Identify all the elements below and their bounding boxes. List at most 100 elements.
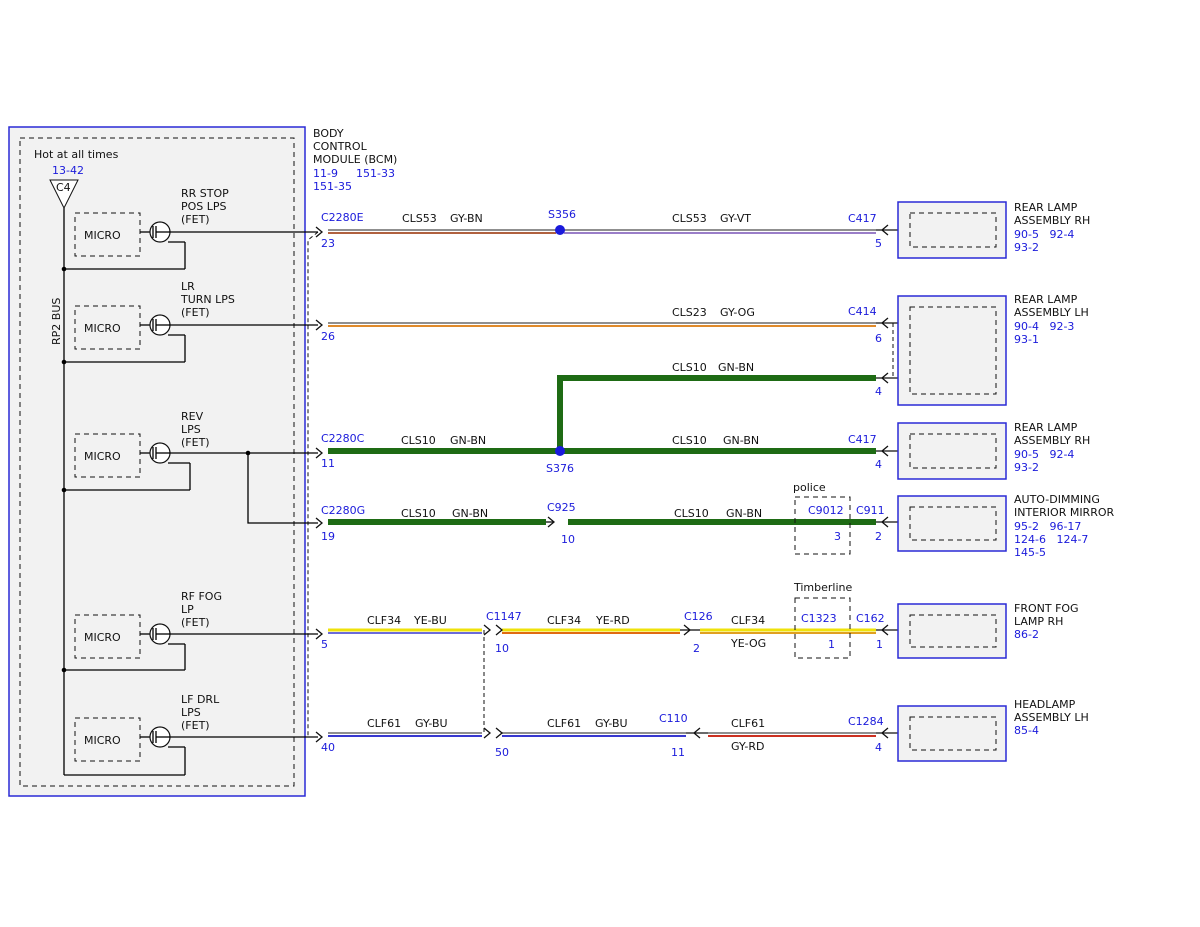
connector-id: C1284: [848, 715, 884, 728]
micro-label: MICRO: [84, 631, 121, 644]
component-name: HEADLAMP: [1014, 698, 1076, 711]
connector-id: C2280C: [321, 432, 365, 445]
component-ref: 145-5: [1014, 546, 1046, 559]
bcm-ref: 151-33: [356, 167, 395, 180]
output-label-line: POS LPS: [181, 200, 227, 213]
circuit-color: GN-BN: [726, 507, 762, 520]
output-wire-rev-branch: [247, 453, 318, 524]
component-auto-dimming-mirror: [897, 495, 1007, 552]
pin-number: 11: [671, 746, 685, 759]
pin-number: 10: [561, 533, 575, 546]
output-label-line: (FET): [181, 306, 210, 319]
pin-number: 4: [875, 458, 882, 471]
rp2-bus-label: RP2 BUS: [50, 298, 63, 345]
circuit-color: GY-VT: [720, 212, 751, 225]
bcm-title: CONTROL: [313, 140, 368, 153]
pin-number: 26: [321, 330, 335, 343]
splice-s356-icon: [555, 225, 565, 235]
connector-id: C162: [856, 612, 885, 625]
fuse-ref: 13-42: [52, 164, 84, 177]
output-label-line: (FET): [181, 616, 210, 629]
fuse-triangle-icon: [49, 179, 79, 210]
connector-id: C911: [856, 504, 885, 517]
pin-number: 5: [875, 237, 882, 250]
circuit-label: CLS23: [672, 306, 707, 319]
inline-connector-arrows: [483, 516, 708, 739]
circuit-label: CLS53: [672, 212, 707, 225]
police-option-box: [794, 496, 851, 555]
micro-label: MICRO: [84, 450, 121, 463]
bcm-connector-arrows: [315, 226, 324, 743]
pin-number: 1: [828, 638, 835, 651]
circuit-label: CLF34: [547, 614, 581, 627]
circuit-label: CLF61: [731, 717, 765, 730]
connector-id: C417: [848, 212, 877, 225]
pin-number: 23: [321, 237, 335, 250]
timberline-option-box: [794, 597, 851, 659]
component-name: ASSEMBLY LH: [1014, 711, 1089, 724]
pin-number: 4: [875, 385, 882, 398]
pin-number: 3: [834, 530, 841, 543]
output-label-line: RR STOP: [181, 187, 229, 200]
output-label-line: LP: [181, 603, 194, 616]
circuit-color: GY-OG: [720, 306, 755, 319]
component-ref: 90-5 92-4: [1014, 228, 1074, 241]
output-label-line: LF DRL: [181, 693, 220, 706]
police-option-label: police: [793, 481, 826, 494]
pin-number: 19: [321, 530, 335, 543]
component-ref: 95-2 96-17: [1014, 520, 1081, 533]
connector-id: C1323: [801, 612, 837, 625]
component-ref: 93-2: [1014, 461, 1039, 474]
component-rear-lamp-lh: [897, 295, 1007, 406]
component-connector-arrows: [876, 224, 898, 739]
bcm-ref: 151-35: [313, 180, 352, 193]
fuse-id-label: C4: [56, 181, 71, 194]
output-label-line: REV: [181, 410, 204, 423]
connector-id: C9012: [808, 504, 844, 517]
timberline-option-label: Timberline: [793, 581, 853, 594]
component-name: ASSEMBLY RH: [1014, 214, 1090, 227]
component-name: AUTO-DIMMING: [1014, 493, 1100, 506]
connector-id: C2280G: [321, 504, 365, 517]
output-label-line: (FET): [181, 719, 210, 732]
bcm-output-rr-stop: MICRO RR STOP POS LPS (FET): [64, 187, 229, 270]
output-label-line: RF FOG: [181, 590, 222, 603]
micro-label: MICRO: [84, 734, 121, 747]
circuit-label: CLS10: [672, 361, 707, 374]
component-ref: 85-4: [1014, 724, 1039, 737]
circuit-color: GN-BN: [450, 434, 486, 447]
pin-number: 10: [495, 642, 509, 655]
bcm-inner-dashed-box: [19, 137, 295, 787]
component-name: FRONT FOG: [1014, 602, 1079, 615]
circuit-color: GN-BN: [723, 434, 759, 447]
bcm-output-rev: MICRO REV LPS (FET): [64, 410, 210, 491]
bcm-connector-dashed-bracket: [307, 231, 319, 738]
circuit-color: GN-BN: [718, 361, 754, 374]
connector-id: C414: [848, 305, 877, 318]
bcm-output-lr-turn: MICRO LR TURN LPS (FET): [64, 280, 235, 363]
micro-label: MICRO: [84, 322, 121, 335]
circuit-color: GY-BN: [450, 212, 483, 225]
component-front-fog-lamp-rh: [897, 603, 1007, 659]
splice-label: S356: [548, 208, 576, 221]
component-ref: 90-5 92-4: [1014, 448, 1074, 461]
component-name: ASSEMBLY RH: [1014, 434, 1090, 447]
circuit-label: CLF34: [367, 614, 401, 627]
component-rear-lamp-rh-1: [897, 201, 1007, 259]
circuit-color: GY-BU: [595, 717, 628, 730]
component-ref: 90-4 92-3: [1014, 320, 1074, 333]
component-name: LAMP RH: [1014, 615, 1063, 628]
component-ref: 93-1: [1014, 333, 1039, 346]
component-name: REAR LAMP: [1014, 201, 1078, 214]
pin-number: 4: [875, 741, 882, 754]
wire-gn-bn-upper: [557, 375, 876, 451]
connector-id: C1147: [486, 610, 522, 623]
circuit-label: CLS10: [401, 507, 436, 520]
circuit-color: GY-BU: [415, 717, 448, 730]
pin-number: 50: [495, 746, 509, 759]
circuit-label: CLF61: [367, 717, 401, 730]
connector-id: C110: [659, 712, 688, 725]
circuit-label: CLF34: [731, 614, 765, 627]
circuit-label: CLS53: [402, 212, 437, 225]
